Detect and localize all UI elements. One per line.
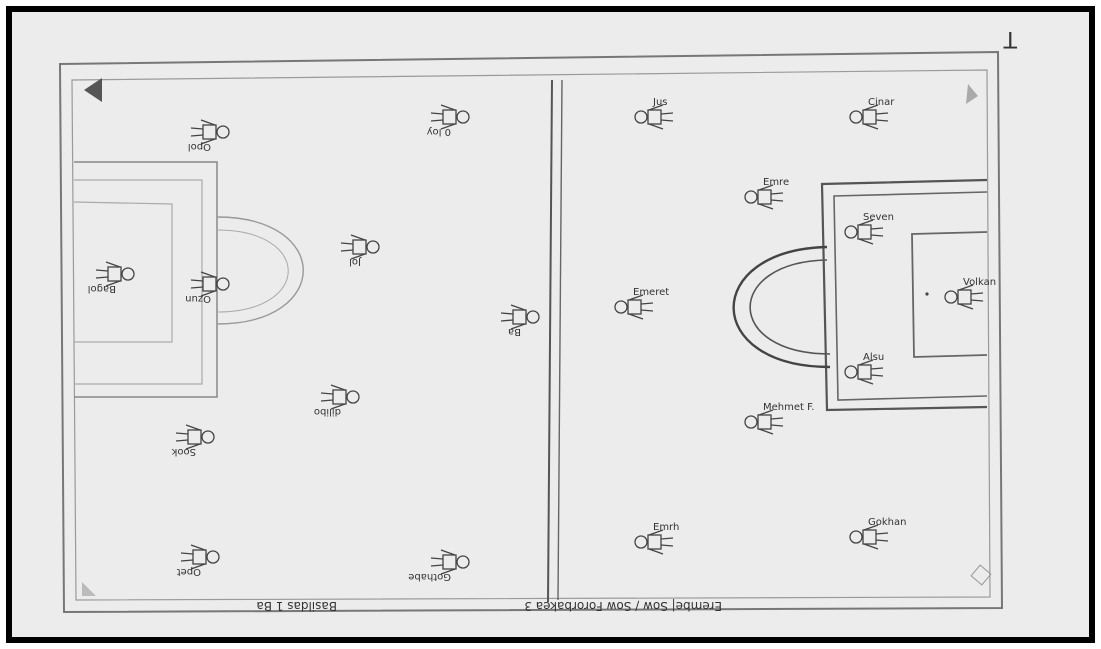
- player-figure: Gokhan: [850, 517, 906, 549]
- player-figure: Mehmet F.: [745, 402, 814, 434]
- player-figure: Bagol: [88, 262, 134, 294]
- player-figure: Jus: [635, 97, 673, 129]
- right-penalty-arc: [734, 247, 830, 367]
- player-name: Gothabe: [408, 571, 451, 582]
- player-figure: Opol: [188, 120, 229, 152]
- player-figure: Opet: [177, 545, 219, 577]
- player-name: Ozun: [185, 293, 211, 304]
- corner-flag-bottom-left: [82, 582, 96, 596]
- player-figure: Alsu: [845, 352, 884, 384]
- corner-mark: T: [1003, 26, 1018, 51]
- player-name: Opol: [188, 141, 211, 152]
- player-figure: Gothabe: [408, 550, 469, 582]
- left-penalty-area: [74, 162, 217, 397]
- player-figure: Sook: [171, 425, 214, 457]
- player-name: Emrh: [653, 522, 679, 533]
- right-goal-area: [912, 232, 987, 357]
- player-figure: Seven: [845, 212, 894, 244]
- player-figure: dilibo: [314, 385, 359, 417]
- player-name: Cinar: [868, 97, 895, 108]
- player-name: Bagol: [88, 283, 116, 294]
- halfway-line: [548, 80, 552, 602]
- player-name: Mehmet F.: [763, 402, 814, 413]
- player-figure: Ozun: [185, 272, 229, 304]
- player-name: Emre: [763, 177, 789, 188]
- corner-flag-top-left: [84, 78, 102, 102]
- player-name: Sook: [171, 446, 196, 457]
- players-right-team: Jus CinarEmreSevenVolkanEmeretAlsuMehmet …: [615, 97, 996, 554]
- player-name: Emeret: [633, 287, 669, 298]
- footer-left-label: Basildas 1 Ba: [256, 599, 337, 613]
- corner-flag-bottom-right: [971, 565, 991, 585]
- footer-right-label: Erembe| Sow / Sow Fororbakea 3: [524, 599, 722, 613]
- penalty-spot: [925, 292, 928, 295]
- player-name: 0 loy: [427, 126, 451, 137]
- football-field-drawing: T Basildas 1 Ba Erembe| Sow / Sow Fororb…: [12, 12, 1089, 637]
- player-figure: Jol: [341, 235, 379, 267]
- paper-sheet: T Basildas 1 Ba Erembe| Sow / Sow Fororb…: [12, 12, 1089, 637]
- player-name: dilibo: [314, 406, 341, 417]
- player-name: Jol: [349, 256, 362, 267]
- player-figure: Ba: [501, 305, 539, 337]
- player-name: Gokhan: [868, 517, 906, 528]
- player-figure: Cinar: [850, 97, 895, 129]
- player-name: Seven: [863, 212, 894, 223]
- player-figure: Emrh: [635, 522, 679, 554]
- player-name: Volkan: [963, 277, 996, 288]
- player-figure: 0 loy: [427, 105, 469, 137]
- field-boundary: [60, 52, 1002, 612]
- player-name: Alsu: [863, 352, 884, 363]
- player-name: Ba: [508, 326, 521, 337]
- player-figure: Emre: [745, 177, 789, 209]
- left-penalty-arc: [217, 217, 303, 324]
- player-figure: Emeret: [615, 287, 669, 319]
- player-name: Jus: [652, 97, 668, 108]
- corner-flag-top-right: [966, 84, 978, 104]
- player-name: Opet: [177, 566, 201, 577]
